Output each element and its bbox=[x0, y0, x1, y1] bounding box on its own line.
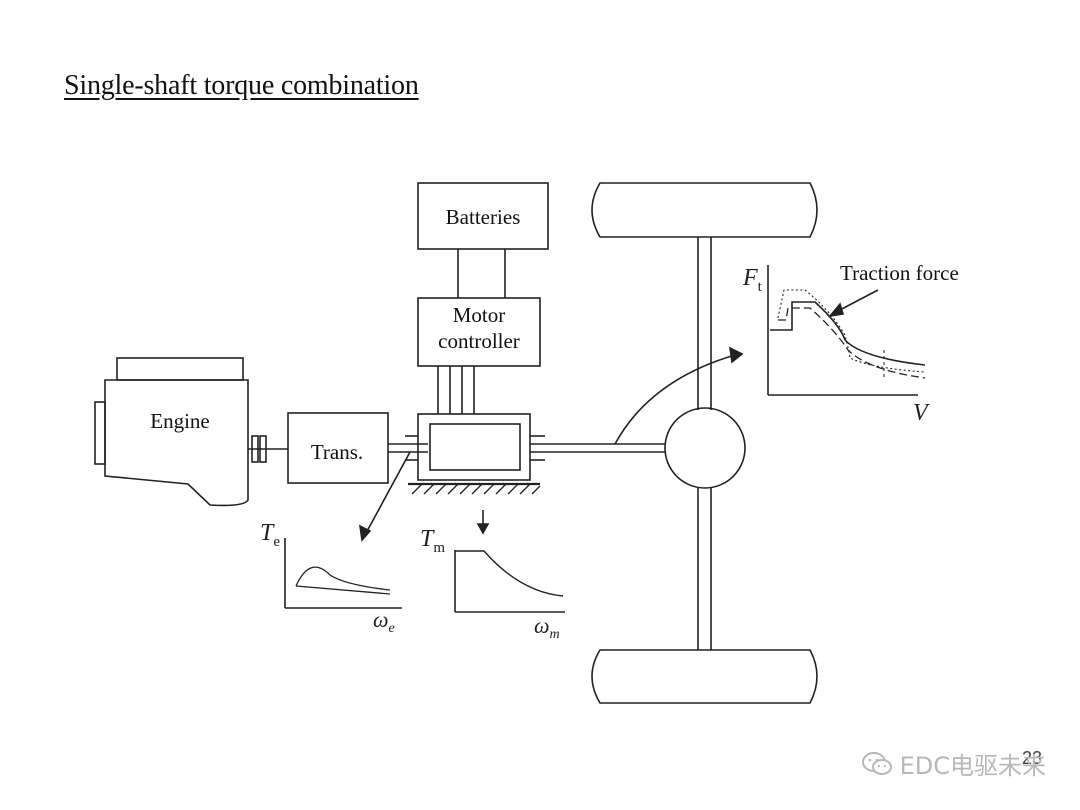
traction-annotation-arrow bbox=[828, 289, 879, 318]
wechat-icon bbox=[861, 751, 892, 775]
traction-plot-x-label: V bbox=[913, 400, 930, 426]
watermark-text: EDC电驱未来 bbox=[899, 752, 1046, 780]
motor-controller-label-line1: Motor bbox=[453, 303, 506, 327]
motor-plot-y-label: Tm bbox=[420, 526, 445, 556]
motor-plot-x-label: ωm bbox=[534, 613, 560, 642]
drive-shaft bbox=[530, 443, 665, 453]
electric-motor bbox=[405, 413, 545, 495]
motor-curve-arrow bbox=[476, 510, 490, 535]
watermark: EDC电驱未来 bbox=[860, 746, 1046, 781]
input-shaft bbox=[388, 443, 428, 453]
engine-coupling bbox=[248, 435, 288, 463]
batteries-label: Batteries bbox=[446, 205, 521, 229]
axle bbox=[697, 237, 712, 650]
differential bbox=[664, 407, 746, 489]
traction-force-annotation: Traction force bbox=[840, 261, 959, 285]
traction-force-plot bbox=[767, 265, 926, 396]
engine-torque-plot bbox=[284, 538, 402, 609]
transmission-box bbox=[287, 412, 389, 484]
transmission-label: Trans. bbox=[311, 440, 363, 464]
traction-plot-y-label: Ft bbox=[742, 265, 763, 295]
slide-number: 23 bbox=[1021, 748, 1042, 768]
motor-torque-plot bbox=[454, 550, 565, 613]
engine-label: Engine bbox=[150, 409, 209, 433]
motor-controller-label-line2: controller bbox=[438, 329, 520, 353]
engine-curve-arrow bbox=[358, 451, 411, 542]
engine-block bbox=[94, 357, 249, 507]
engine-plot-y-label: Te bbox=[260, 520, 280, 550]
engine-plot-x-label: ωe bbox=[373, 607, 395, 636]
page-title: Single-shaft torque combination bbox=[64, 70, 419, 101]
batteries-box bbox=[417, 182, 549, 250]
traction-curve-arrow bbox=[614, 346, 744, 445]
motor-controller-box bbox=[417, 297, 541, 367]
top-wheel bbox=[591, 182, 818, 238]
bottom-wheel bbox=[591, 649, 818, 704]
